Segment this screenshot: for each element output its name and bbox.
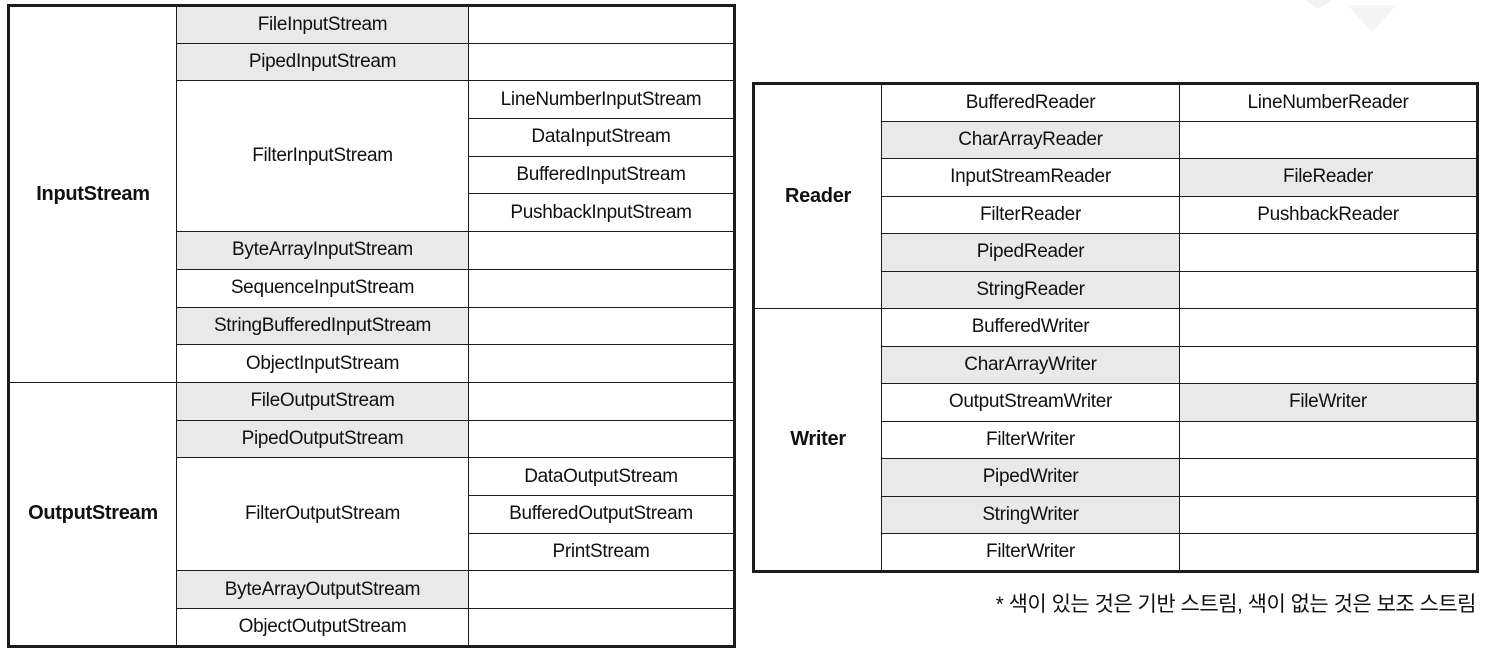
empty-cell [1179, 308, 1478, 347]
table-row: SequenceInputStream [9, 268, 735, 308]
table-row: ObjectOutputStream [9, 608, 735, 647]
stream-class-cell: StringReader [881, 270, 1180, 309]
stream-class-cell: ObjectOutputStream [176, 608, 469, 647]
stream-class-cell: LineNumberInputStream [468, 80, 735, 120]
stream-group-label: Reader [753, 83, 882, 309]
stream-group-label: OutputStream [8, 381, 177, 647]
watermark-triangle-icon [1305, 0, 1331, 9]
empty-cell [1179, 120, 1478, 159]
stream-group-label: Writer [753, 308, 882, 572]
stream-class-cell: FilterOutputStream [176, 457, 469, 572]
stream-class-cell: FilterReader [881, 195, 1180, 234]
stream-class-cell: FilterWriter [881, 420, 1180, 459]
stream-class-cell: FileOutputStream [176, 381, 469, 421]
table-row: PrintStream [9, 532, 735, 572]
stream-class-cell: InputStreamReader [881, 158, 1180, 197]
stream-class-cell: FilterInputStream [176, 80, 469, 233]
stream-class-cell: FileWriter [1179, 383, 1478, 422]
stream-class-cell: BufferedReader [881, 83, 1180, 122]
empty-cell [468, 381, 735, 421]
table-row: PushbackInputStream [9, 193, 735, 233]
stream-class-cell: PushbackReader [1179, 195, 1478, 234]
empty-cell [1179, 458, 1478, 497]
stream-class-cell: PipedReader [881, 233, 1180, 272]
stream-class-cell: ByteArrayInputStream [176, 231, 469, 270]
empty-cell [1179, 270, 1478, 309]
table-row: FilterWriter [754, 533, 1478, 572]
stream-class-cell: PipedOutputStream [176, 419, 469, 459]
stream-class-cell: BufferedWriter [881, 308, 1180, 347]
table-row: StringReader [754, 270, 1478, 309]
stream-class-cell: PushbackInputStream [468, 193, 735, 233]
table-row: PipedInputStream [9, 42, 735, 82]
stream-class-cell: CharArrayReader [881, 120, 1180, 159]
stream-class-cell: PrintStream [468, 532, 735, 572]
stream-class-cell: FileInputStream [176, 5, 469, 44]
empty-cell [468, 608, 735, 647]
table-row: StringWriter [754, 495, 1478, 534]
stream-class-cell: SequenceInputStream [176, 268, 469, 308]
empty-cell [468, 344, 735, 383]
watermark-triangle-icon [1347, 5, 1397, 32]
empty-cell [1179, 495, 1478, 534]
stream-class-cell: LineNumberReader [1179, 83, 1478, 122]
legend-footnote: * 색이 있는 것은 기반 스트림, 색이 없는 것은 보조 스트림 [995, 593, 1477, 616]
stream-class-cell: CharArrayWriter [881, 345, 1180, 384]
stream-class-cell: PipedWriter [881, 458, 1180, 497]
stream-class-cell: ByteArrayOutputStream [176, 570, 469, 609]
stream-class-cell: StringWriter [881, 495, 1180, 534]
empty-cell [468, 419, 735, 459]
empty-cell [468, 42, 735, 82]
stream-class-cell: ObjectInputStream [176, 344, 469, 383]
empty-cell [468, 570, 735, 609]
empty-cell [1179, 233, 1478, 272]
empty-cell [1179, 533, 1478, 572]
empty-cell [1179, 420, 1478, 459]
stream-class-cell: FilterWriter [881, 533, 1180, 572]
stream-class-cell: BufferedOutputStream [468, 494, 735, 534]
stream-class-cell: BufferedInputStream [468, 155, 735, 195]
stream-class-cell: OutputStreamWriter [881, 383, 1180, 422]
empty-cell [468, 268, 735, 308]
table-row: ObjectInputStream [9, 344, 735, 383]
stream-class-cell: FileReader [1179, 158, 1478, 197]
stream-class-cell: PipedInputStream [176, 42, 469, 82]
empty-cell [468, 5, 735, 44]
stream-class-cell: StringBufferedInputStream [176, 306, 469, 346]
table-row: CharArrayWriter [754, 345, 1478, 384]
empty-cell [1179, 345, 1478, 384]
table-row: BufferedOutputStream [9, 494, 735, 534]
table-row: ByteArrayOutputStream [9, 570, 735, 609]
stream-class-cell: DataInputStream [468, 118, 735, 157]
stream-group-label: InputStream [8, 5, 177, 383]
stream-class-cell: DataOutputStream [468, 457, 735, 496]
table-row: ByteArrayInputStream [9, 231, 735, 270]
table-row: BufferedInputStream [9, 155, 735, 195]
empty-cell [468, 306, 735, 346]
table-row: PipedOutputStream [9, 419, 735, 459]
empty-cell [468, 231, 735, 270]
